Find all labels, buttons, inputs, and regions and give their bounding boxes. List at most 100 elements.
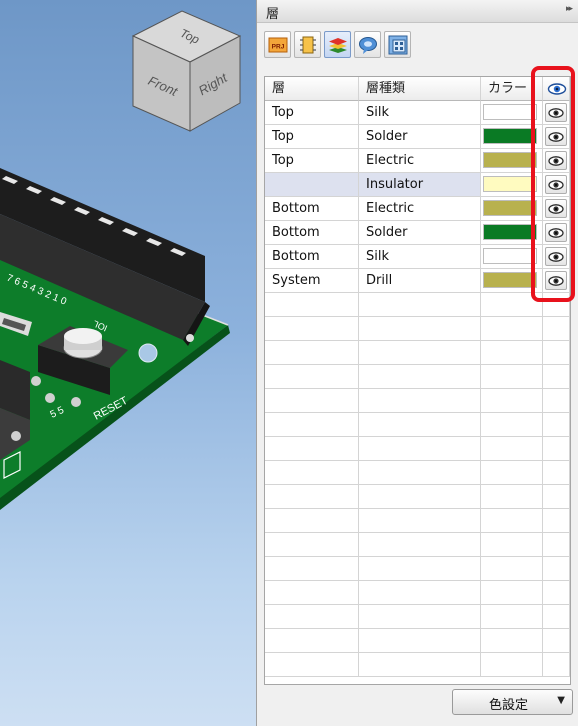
view-cube[interactable]: Top Front Right (131, 10, 242, 132)
visibility-toggle-button[interactable] (545, 151, 567, 170)
empty-cell (543, 437, 570, 461)
empty-cell (359, 437, 481, 461)
layer-type-cell[interactable]: Silk (359, 245, 481, 269)
layer-type-cell[interactable]: Silk (359, 101, 481, 125)
color-swatch[interactable] (483, 128, 537, 144)
visibility-toggle-button[interactable] (545, 127, 567, 146)
header-color[interactable]: カラー (481, 77, 543, 101)
color-cell[interactable] (481, 197, 543, 221)
empty-cell (265, 605, 359, 629)
layer-type-cell[interactable]: Solder (359, 125, 481, 149)
empty-cell (359, 413, 481, 437)
color-cell[interactable] (481, 101, 543, 125)
small-label: 5 5 (49, 405, 67, 421)
layers-button[interactable] (324, 31, 351, 58)
color-cell[interactable] (481, 269, 543, 293)
layer-type-cell[interactable]: Drill (359, 269, 481, 293)
empty-cell (265, 389, 359, 413)
color-cell[interactable] (481, 149, 543, 173)
color-cell[interactable] (481, 221, 543, 245)
empty-cell (359, 653, 481, 677)
empty-cell (265, 341, 359, 365)
table-row[interactable]: Insulator (265, 173, 570, 197)
panel-title: 層 (266, 7, 280, 22)
visibility-cell (543, 149, 570, 173)
layer-cell[interactable]: System (265, 269, 359, 293)
layer-cell[interactable]: Bottom (265, 197, 359, 221)
color-cell[interactable] (481, 173, 543, 197)
empty-cell (359, 317, 481, 341)
layer-cell[interactable]: Top (265, 101, 359, 125)
empty-cell (543, 365, 570, 389)
visibility-toggle-button[interactable] (545, 199, 567, 218)
empty-row (265, 509, 570, 533)
visibility-toggle-button[interactable] (545, 103, 567, 122)
color-swatch[interactable] (483, 104, 537, 120)
header-layer-type[interactable]: 層種類 (359, 77, 481, 101)
layer-cell[interactable]: Top (265, 149, 359, 173)
grid-button[interactable] (384, 31, 411, 58)
project-icon: PRJ (268, 37, 288, 53)
empty-cell (481, 461, 543, 485)
color-swatch[interactable] (483, 152, 537, 168)
empty-cell (543, 533, 570, 557)
visibility-cell (543, 125, 570, 149)
3d-viewport[interactable]: Top Front Right 7 6 5 4 (0, 0, 256, 726)
eye-icon (548, 156, 564, 166)
double-arrow-icon[interactable]: ▸▸ (565, 4, 573, 14)
component-icon (300, 36, 316, 54)
dropdown-arrow-icon: ▼ (557, 695, 565, 706)
layer-cell[interactable]: Top (265, 125, 359, 149)
empty-cell (543, 653, 570, 677)
empty-cell (543, 605, 570, 629)
layer-type-cell[interactable]: Solder (359, 221, 481, 245)
visibility-toggle-button[interactable] (545, 223, 567, 242)
visibility-toggle-button[interactable] (545, 271, 567, 290)
layer-cell[interactable] (265, 173, 359, 197)
eye-icon (547, 83, 567, 95)
empty-cell (543, 557, 570, 581)
color-swatch[interactable] (483, 176, 537, 192)
layer-type-cell[interactable]: Electric (359, 149, 481, 173)
color-settings-label: 色設定 (489, 698, 529, 713)
layer-cell[interactable]: Bottom (265, 245, 359, 269)
visibility-cell (543, 269, 570, 293)
empty-cell (265, 581, 359, 605)
empty-cell (481, 533, 543, 557)
empty-cell (481, 293, 543, 317)
visibility-cell (543, 245, 570, 269)
visibility-toggle-button[interactable] (545, 247, 567, 266)
visibility-toggle-button[interactable] (545, 175, 567, 194)
component-button[interactable] (294, 31, 321, 58)
color-swatch[interactable] (483, 248, 537, 264)
empty-cell (359, 533, 481, 557)
color-cell[interactable] (481, 125, 543, 149)
empty-cell (265, 533, 359, 557)
visibility-cell (543, 173, 570, 197)
eye-icon (548, 204, 564, 214)
comment-button[interactable] (354, 31, 381, 58)
header-visibility[interactable] (543, 77, 570, 101)
layer-type-cell[interactable]: Electric (359, 197, 481, 221)
eye-icon (548, 132, 564, 142)
empty-row (265, 317, 570, 341)
header-layer[interactable]: 層 (265, 77, 359, 101)
color-swatch[interactable] (483, 224, 537, 240)
color-swatch[interactable] (483, 200, 537, 216)
empty-cell (265, 413, 359, 437)
project-button[interactable]: PRJ (264, 31, 291, 58)
empty-row (265, 533, 570, 557)
layer-type-cell[interactable]: Insulator (359, 173, 481, 197)
color-settings-button[interactable]: 色設定 ▼ (452, 689, 573, 715)
layer-cell[interactable]: Bottom (265, 221, 359, 245)
color-swatch[interactable] (483, 272, 537, 288)
color-cell[interactable] (481, 245, 543, 269)
empty-cell (543, 461, 570, 485)
